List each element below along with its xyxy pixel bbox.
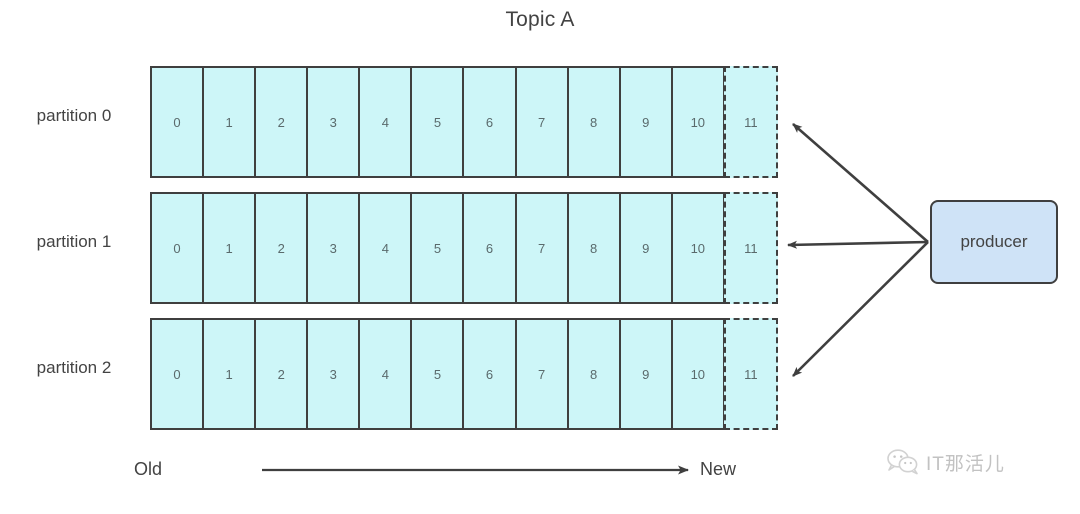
partition-row-2: 0 1 2 3 4 5 6 7 8 9 10 11: [150, 318, 778, 430]
segment-cell: 3: [307, 66, 360, 178]
wechat-icon: [887, 449, 918, 475]
segment-cell: 2: [255, 192, 308, 304]
timeline-label-old: Old: [134, 459, 163, 479]
partition-label-2: partition 2: [36, 358, 112, 377]
segment-cell: 8: [567, 66, 620, 178]
segment-cell: 0: [150, 192, 204, 304]
segment-cell: 1: [203, 192, 256, 304]
segment-cell: 2: [255, 66, 308, 178]
segment-cell: 1: [203, 318, 256, 430]
segment-cell: 5: [411, 66, 464, 178]
segment-cell: 7: [515, 318, 568, 430]
segment-cell: 6: [463, 66, 516, 178]
producer-label: producer: [960, 232, 1028, 251]
segment-cell: 3: [307, 192, 360, 304]
segment-cell: 0: [150, 66, 204, 178]
segment-cell-pending: 11: [723, 192, 778, 304]
segment-cell: 2: [255, 318, 308, 430]
segment-cell-pending: 11: [723, 66, 778, 178]
arrow-producer-to-partition-2: [792, 241, 929, 377]
segment-cell: 4: [359, 318, 412, 430]
segment-cell: 7: [515, 66, 568, 178]
segment-cell: 7: [515, 192, 568, 304]
segment-cell: 8: [567, 318, 620, 430]
arrow-producer-to-partition-0: [792, 123, 929, 243]
partition-label-0: partition 0: [36, 106, 112, 125]
watermark-text: IT那活儿: [926, 453, 1005, 475]
segment-cell: 5: [411, 318, 464, 430]
partition-label-1: partition 1: [36, 232, 112, 251]
arrow-producer-to-partition-1: [787, 240, 929, 249]
watermark: IT那活儿: [886, 448, 1005, 476]
segment-cell: 6: [463, 192, 516, 304]
segment-cell: 8: [567, 192, 620, 304]
page-title: Topic A: [505, 8, 575, 31]
partition-row-1: 0 1 2 3 4 5 6 7 8 9 10 11: [150, 192, 778, 304]
segment-cell: 4: [359, 66, 412, 178]
segment-cell: 3: [307, 318, 360, 430]
segment-cell-pending: 11: [723, 318, 778, 430]
segment-cell: 10: [671, 66, 724, 178]
segment-cell: 10: [671, 318, 724, 430]
partition-row-0: 0 1 2 3 4 5 6 7 8 9 10 11: [150, 66, 778, 178]
segment-cell: 1: [203, 66, 256, 178]
segment-cell: 9: [619, 192, 672, 304]
timeline-label-new: New: [700, 459, 737, 479]
segment-cell: 10: [671, 192, 724, 304]
producer-node: producer: [930, 200, 1058, 284]
segment-cell: 6: [463, 318, 516, 430]
segment-cell: 5: [411, 192, 464, 304]
segment-cell: 9: [619, 66, 672, 178]
segment-cell: 9: [619, 318, 672, 430]
segment-cell: 4: [359, 192, 412, 304]
segment-cell: 0: [150, 318, 204, 430]
